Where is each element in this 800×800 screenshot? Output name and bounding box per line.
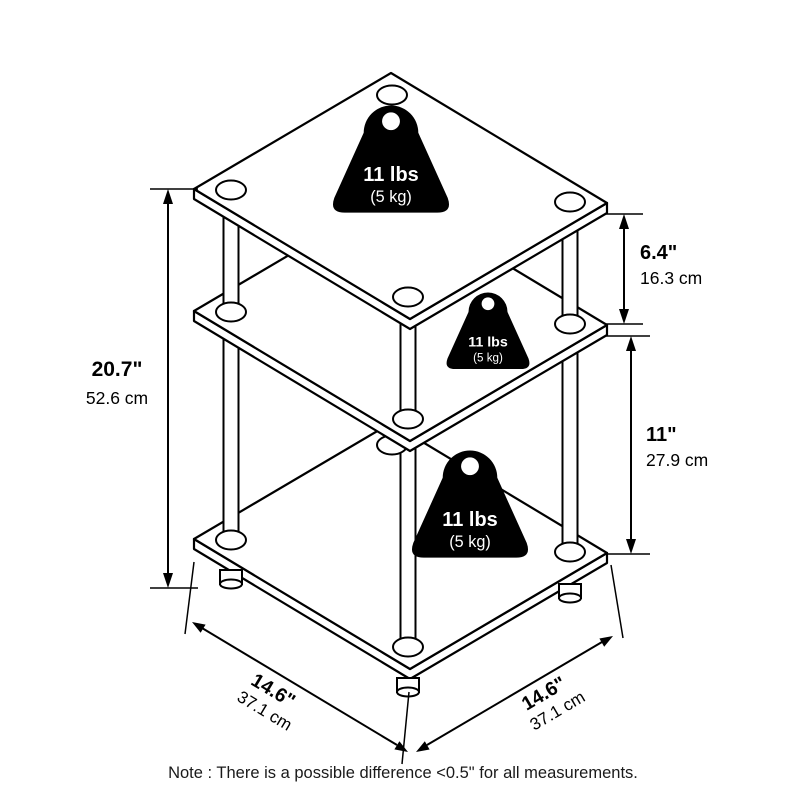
tube-cap [554, 541, 586, 563]
height-metric-label: 52.6 cm [86, 388, 148, 408]
tube-cap [215, 179, 247, 201]
weight-middle-lbs-label: 11 lbs [468, 335, 508, 351]
table-feet [219, 569, 582, 698]
depth-dimension-arrow [201, 627, 398, 746]
weight-icon-middle: 11 lbs (5 kg) [446, 292, 530, 369]
weight-top-kg-label: (5 kg) [370, 188, 412, 206]
lower-clearance-inches-label: 11" [646, 424, 677, 446]
weight-handle-hole [481, 297, 495, 311]
tube-cap [215, 301, 247, 323]
height-inches-label: 20.7" [92, 358, 143, 381]
weight-icon-top: 11 lbs (5 kg) [332, 105, 450, 213]
weight-bottom-kg-label: (5 kg) [449, 533, 491, 551]
weight-top-lbs-label: 11 lbs [363, 164, 418, 186]
tube-cap [554, 191, 586, 213]
top-shelf-caps [215, 84, 586, 308]
extension-line [610, 564, 624, 639]
lower-clearance-metric-label: 27.9 cm [646, 450, 708, 470]
weight-body [446, 292, 530, 369]
arrowhead-down [163, 573, 173, 588]
extension-line [184, 561, 195, 635]
arrowhead-right [599, 636, 613, 647]
tube-cap [376, 84, 408, 106]
top-clearance-metric-label: 16.3 cm [640, 268, 702, 288]
width-dimension-arrow [426, 641, 603, 746]
middle-shelf-caps [215, 301, 586, 430]
tube-cap [392, 636, 424, 658]
top-clearance-dimension: 6.4" 16.3 cm [605, 213, 702, 325]
height-dimension: 20.7" 52.6 cm [86, 188, 198, 589]
weight-body [411, 450, 529, 558]
weight-bottom-lbs-label: 11 lbs [442, 509, 497, 531]
top-clearance-inches-label: 6.4" [640, 242, 677, 264]
arrowhead-up [163, 189, 173, 204]
weight-handle-hole [382, 112, 400, 131]
tube-cap [392, 408, 424, 430]
measurement-note: Note : There is a possible difference <0… [168, 764, 638, 782]
arrowhead-right [394, 741, 408, 752]
arrowhead-up [619, 214, 629, 229]
arrowhead-down [626, 539, 636, 554]
arrowhead-left [192, 622, 206, 633]
bottom-shelf-caps [215, 434, 586, 658]
tube-cap [392, 286, 424, 308]
tube-cap [554, 313, 586, 335]
weight-handle-hole [461, 457, 479, 476]
tube-leg [399, 418, 417, 648]
extension-line [401, 691, 410, 765]
lower-clearance-dimension: 11" 27.9 cm [605, 335, 708, 555]
weight-middle-kg-label: (5 kg) [473, 352, 503, 365]
arrowhead-left [416, 741, 430, 752]
weight-icon-bottom: 11 lbs (5 kg) [411, 450, 529, 558]
weight-body [332, 105, 450, 213]
tube-cap [215, 529, 247, 551]
arrowhead-up [626, 336, 636, 351]
foot-left-base [219, 578, 243, 590]
arrowhead-down [619, 309, 629, 324]
foot-right-base [558, 592, 582, 604]
